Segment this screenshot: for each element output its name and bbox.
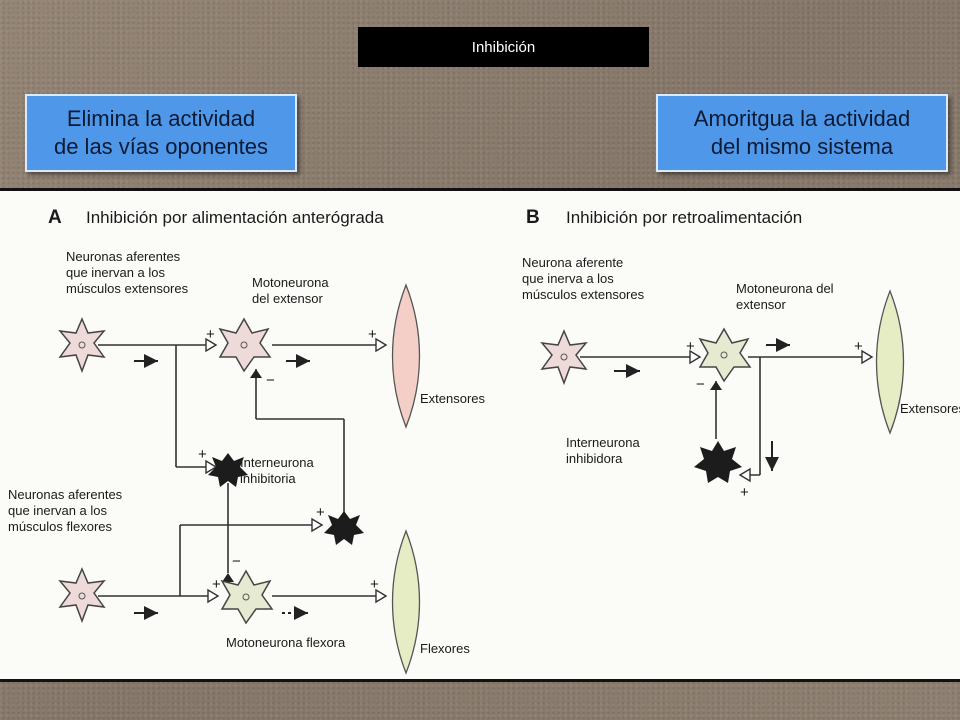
slide-title: Inhibición [358, 27, 649, 67]
interneuron-line-2: inhibitoria [240, 471, 296, 486]
label-motoneuron-extensor: Motoneurona del extensor [252, 275, 332, 306]
interneuron-b-line-1: Interneurona [566, 435, 640, 450]
label-motoneuron-flexor: Motoneurona flexora [226, 635, 346, 650]
panel-b-letter: B [526, 207, 540, 228]
panel-b-synapses [689, 349, 874, 483]
callout-eliminates: Elimina la actividad de las vías oponent… [25, 94, 297, 172]
inhibitory-interneuron-b [694, 441, 742, 483]
panel-a-synapses [205, 337, 388, 604]
afferent-neuron-flexor [58, 567, 106, 624]
afferent-flex-line-3: músculos flexores [8, 519, 113, 534]
sign-minus: − [266, 372, 275, 389]
afferent-b-line-3: músculos extensores [522, 287, 645, 302]
afferent-b-line-1: Neurona aferente [522, 255, 623, 270]
sign-plus: + [206, 326, 215, 343]
sign-minus: − [232, 553, 241, 570]
sign-plus: + [854, 338, 863, 355]
motoneuron-extensor [218, 317, 272, 373]
motor-b-line-1: Motoneurona del [736, 281, 834, 296]
afferent-flex-line-2: que inervan a los [8, 503, 108, 518]
sign-plus: + [370, 576, 379, 593]
motoneuron-b [698, 327, 752, 383]
inhibition-diagram: A Inhibición por alimentación anterógrad… [8, 207, 960, 675]
interneuron-line-1: Interneurona [240, 455, 314, 470]
panel-a-inhibitory-terminals [222, 369, 262, 582]
sign-plus: + [316, 504, 325, 521]
label-motoneuron-b: Motoneurona del extensor [736, 281, 837, 312]
afferent-ext-line-2: que inervan a los [66, 265, 166, 280]
panel-a-neurons [58, 317, 364, 625]
extensor-muscle-a [391, 283, 421, 429]
panel-a-heading: Inhibición por alimentación anterógrada [86, 208, 384, 227]
label-extensors-b: Extensores [900, 401, 960, 416]
extensor-muscle-b [875, 289, 905, 435]
label-interneuron-b: Interneurona inhibidora [566, 435, 643, 466]
label-afferent-b: Neurona aferente que inerva a los múscul… [522, 255, 645, 302]
inhibitory-interneuron-flexor [324, 511, 364, 545]
label-flexors: Flexores [420, 641, 470, 656]
motor-b-line-2: extensor [736, 297, 787, 312]
motor-ext-line-1: Motoneurona [252, 275, 329, 290]
panel-b-heading: Inhibición por retroalimentación [566, 208, 802, 227]
sign-plus: + [198, 446, 207, 463]
diagram-panel: A Inhibición por alimentación anterógrad… [0, 188, 960, 682]
interneuron-b-line-2: inhibidora [566, 451, 623, 466]
callout-right-line-2: del mismo sistema [710, 134, 894, 159]
sign-minus: − [696, 376, 705, 393]
sign-plus: + [212, 576, 221, 593]
motoneuron-flexor [220, 569, 274, 625]
panel-a-signs: + + + + + + − − [198, 326, 379, 593]
afferent-neuron-extensor [58, 317, 106, 374]
panel-a-wiring [98, 344, 386, 597]
label-inhibitory-interneuron: Interneurona inhibitoria [240, 455, 317, 486]
afferent-flex-line-1: Neuronas aferentes [8, 487, 123, 502]
callout-dampens: Amoritgua la actividad del mismo sistema [656, 94, 948, 172]
callout-right-line-1: Amoritgua la actividad [693, 106, 911, 131]
inhibitory-interneuron [208, 453, 248, 487]
panel-a-letter: A [48, 207, 62, 228]
afferent-b-line-2: que inerva a los [522, 271, 614, 286]
label-extensors-a: Extensores [420, 391, 486, 406]
panel-b-inhibitory-terminal [710, 381, 722, 390]
callout-left-line-2: de las vías oponentes [53, 134, 269, 159]
sign-plus: + [368, 326, 377, 343]
label-afferent-flexors: Neuronas aferentes que inervan a los mús… [8, 487, 126, 534]
afferent-ext-line-3: músculos extensores [66, 281, 189, 296]
panel-a-direction-arrows [134, 354, 310, 620]
panel-b-signs: + + + − [686, 338, 863, 501]
afferent-ext-line-1: Neuronas aferentes [66, 249, 181, 264]
label-afferent-extensors: Neuronas aferentes que inervan a los mús… [66, 249, 189, 296]
afferent-neuron-b [540, 329, 588, 386]
sign-plus: + [686, 338, 695, 355]
callout-left-line-1: Elimina la actividad [66, 106, 256, 131]
panel-b-neurons [540, 327, 752, 483]
motor-ext-line-2: del extensor [252, 291, 323, 306]
sign-plus: + [740, 484, 749, 501]
panel-b-direction-arrows [614, 338, 790, 471]
flexor-muscle [391, 529, 421, 675]
